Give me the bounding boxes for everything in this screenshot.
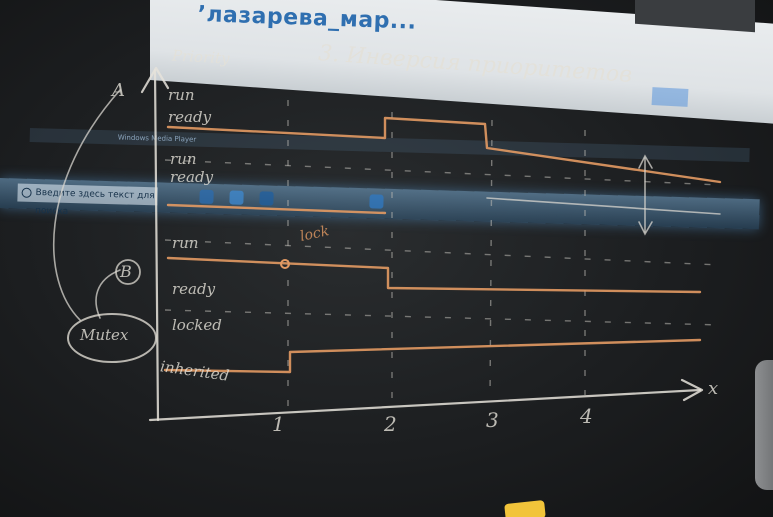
row-label-priority: Priority bbox=[171, 46, 230, 68]
row-label-locked: locked bbox=[172, 316, 222, 334]
b-circle bbox=[115, 259, 141, 285]
person-edge bbox=[755, 360, 773, 490]
tick-label-3: 3 bbox=[486, 408, 499, 432]
task-b-run-line bbox=[166, 256, 702, 294]
task-a-ready-line bbox=[486, 197, 721, 215]
row-guide bbox=[164, 239, 721, 266]
tick-label-2: 2 bbox=[384, 412, 397, 436]
row-label-run-b: run bbox=[172, 234, 199, 252]
b-to-mutex-curve bbox=[95, 269, 121, 319]
b-label: B bbox=[120, 262, 132, 281]
x-axis-label: x bbox=[708, 378, 719, 399]
task-a-priority-line bbox=[166, 116, 722, 184]
row-label-run: run bbox=[170, 150, 197, 168]
yellow-object bbox=[504, 499, 546, 517]
x-axis-arrow bbox=[680, 378, 704, 402]
x-axis-line bbox=[148, 388, 702, 422]
mutex-label: Mutex bbox=[80, 326, 129, 344]
task-b-inherited-line bbox=[163, 338, 702, 374]
y-axis-arrow bbox=[140, 66, 170, 94]
row-label-ready: ready bbox=[170, 168, 214, 186]
row-label-run: run bbox=[168, 86, 195, 104]
lock-point-marker bbox=[280, 259, 290, 269]
priority-gap-arrowheads bbox=[638, 154, 653, 236]
row-label-ready-b: ready bbox=[172, 280, 216, 298]
tick-label-1: 1 bbox=[272, 412, 285, 436]
mutex-oval bbox=[67, 313, 157, 363]
row-guide bbox=[164, 309, 721, 326]
axis-letter-a: A bbox=[112, 80, 125, 101]
time-mark-3 bbox=[489, 119, 493, 401]
tick-label-4: 4 bbox=[580, 404, 593, 428]
y-axis-line bbox=[153, 68, 160, 422]
row-label-ready: ready bbox=[168, 108, 212, 126]
task-a-run-line bbox=[166, 203, 387, 215]
row-guide bbox=[164, 159, 721, 186]
a-to-mutex-curve bbox=[52, 89, 121, 321]
